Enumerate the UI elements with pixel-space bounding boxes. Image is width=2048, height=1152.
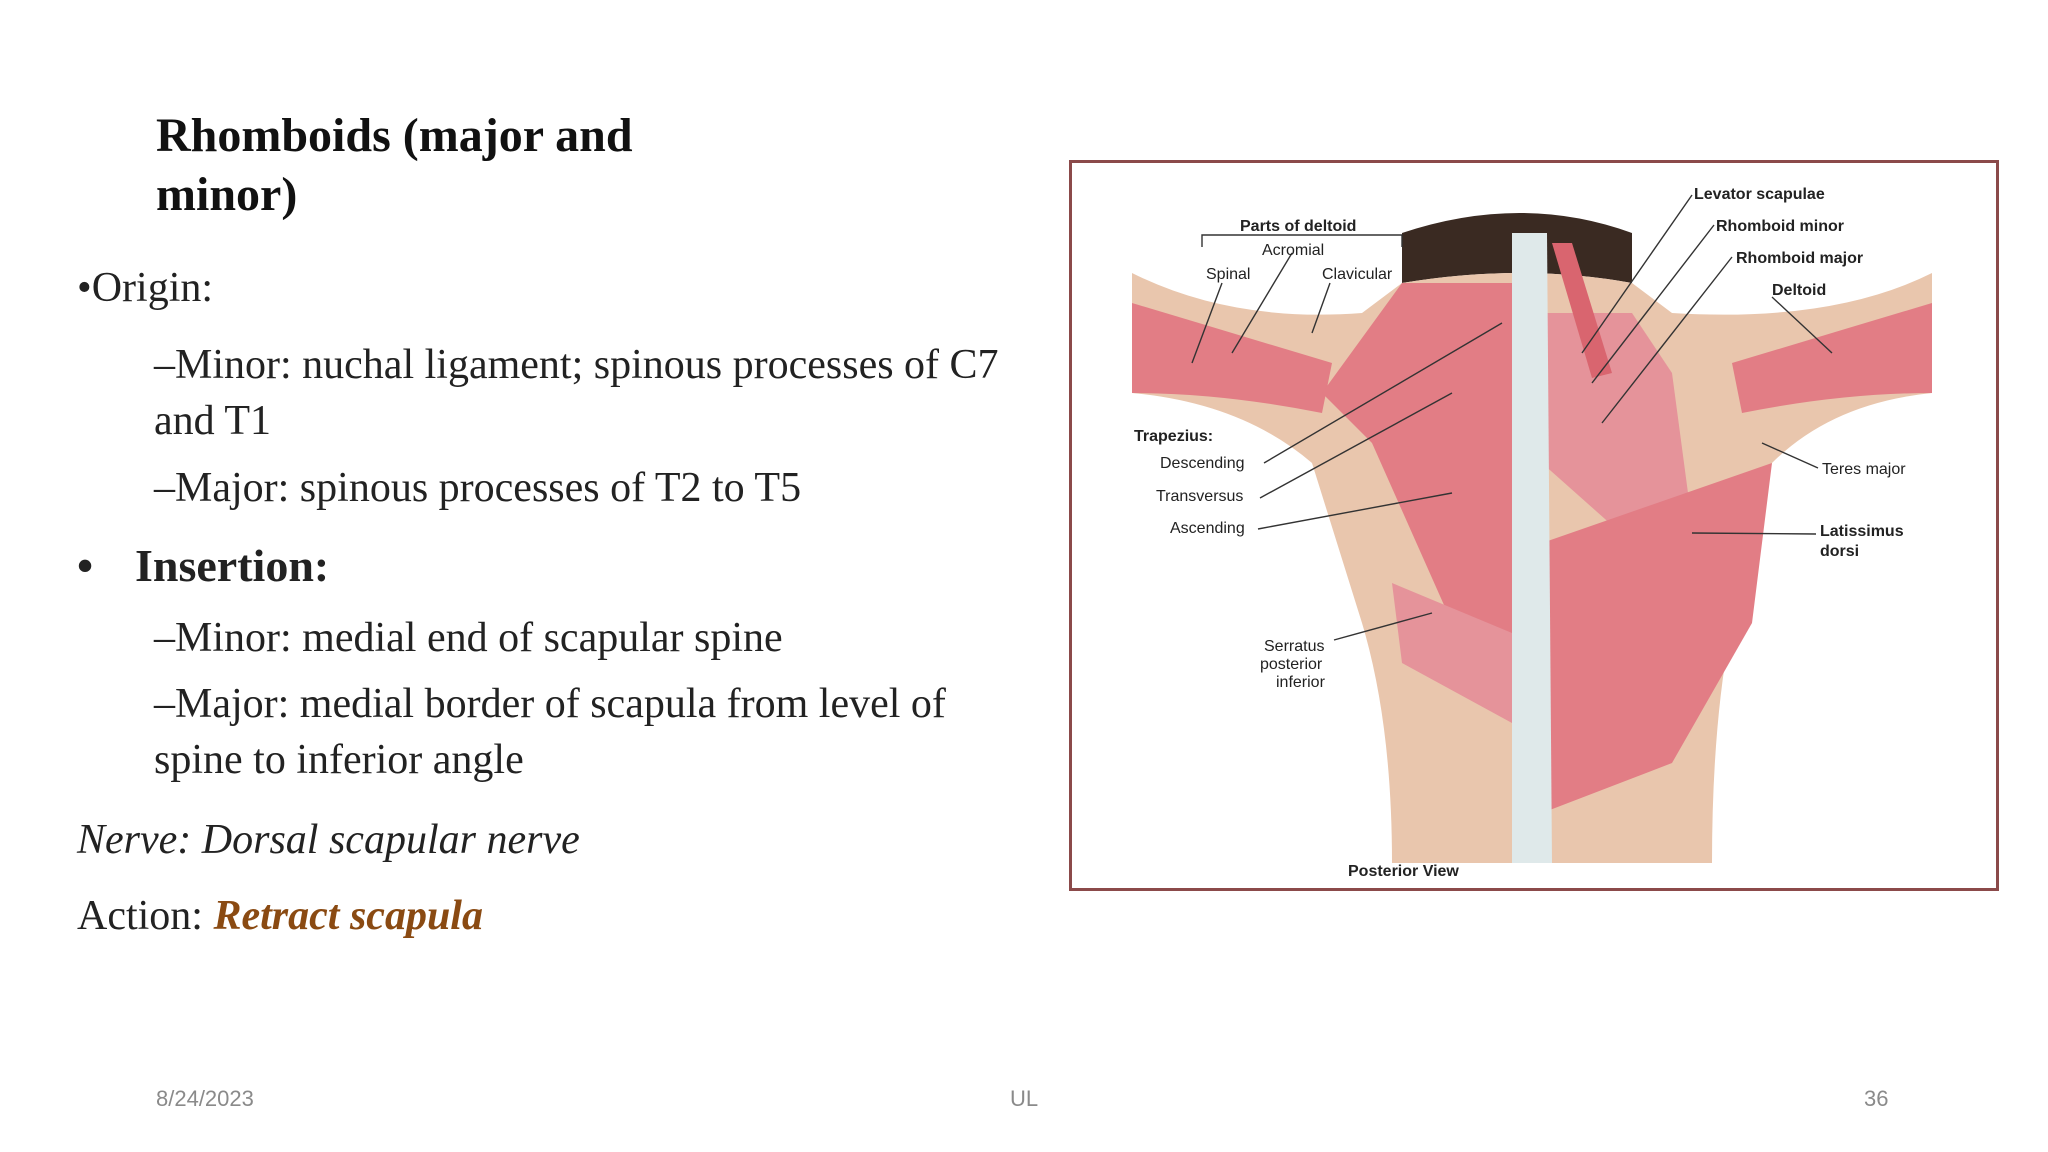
leader-deltoid: [1771, 296, 1833, 354]
label-posterior-view: Posterior View: [1348, 863, 1459, 880]
anatomy-figure: Parts of deltoid Acromial Spinal Clavicu…: [1069, 160, 1999, 891]
right-deltoid-muscle: [1732, 303, 1932, 413]
label-clavicular: Clavicular: [1322, 266, 1393, 283]
label-rhomboid-major: Rhomboid major: [1736, 250, 1863, 267]
origin-major-text: –Major: spinous processes of T2 to T5: [154, 465, 802, 511]
origin-heading: •Origin:: [77, 265, 214, 311]
spine-aponeurosis: [1512, 233, 1552, 863]
levator-scapulae-muscle: [1552, 243, 1612, 378]
leader-ascending: [1257, 492, 1453, 530]
leader-rhomboid-minor: [1591, 224, 1715, 384]
nerve-text: Nerve: Dorsal scapular nerve: [77, 817, 580, 863]
footer-date: 8/24/2023: [156, 1086, 254, 1111]
leader-acromial: [1231, 252, 1293, 354]
leader-transversus: [1259, 392, 1453, 499]
rhomboid-muscles: [1542, 313, 1692, 543]
label-descending: Descending: [1160, 455, 1245, 472]
action-row: Action: Retract scapula: [77, 888, 483, 944]
label-serratus-3: inferior: [1276, 674, 1326, 691]
leader-latissimus: [1691, 532, 1817, 535]
latissimus-dorsi-muscle: [1542, 463, 1772, 813]
back-muscles-illustration: Parts of deltoid Acromial Spinal Clavicu…: [1072, 163, 1996, 888]
footer-page-number: 36: [1864, 1086, 1889, 1111]
leader-spinal: [1191, 282, 1223, 364]
label-serratus-2: posterior: [1260, 656, 1323, 673]
footer-center-text: UL: [1010, 1086, 1039, 1111]
serratus-posterior-inferior-muscle: [1392, 583, 1512, 723]
leader-rhomboid-major: [1601, 256, 1733, 424]
label-deltoid: Deltoid: [1772, 282, 1826, 299]
label-rhomboid-minor: Rhomboid minor: [1716, 218, 1844, 235]
label-ascending: Ascending: [1170, 520, 1245, 537]
label-trapezius: Trapezius:: [1134, 428, 1213, 445]
label-serratus-1: Serratus: [1264, 638, 1324, 655]
action-value: Retract scapula: [213, 893, 483, 939]
insertion-heading-row: • Insertion:: [77, 538, 329, 594]
label-parts-of-deltoid: Parts of deltoid: [1240, 218, 1356, 235]
leader-levator: [1581, 194, 1693, 354]
label-latissimus-2: dorsi: [1820, 543, 1859, 560]
origin-minor-text: –Minor: nuchal ligament; spinous process…: [154, 342, 999, 444]
insertion-minor-text: –Minor: medial end of scapular spine: [154, 615, 783, 661]
label-acromial: Acromial: [1262, 242, 1324, 259]
action-label: Action:: [77, 893, 214, 939]
leader-clavicular: [1311, 282, 1331, 334]
label-latissimus-1: Latissimus: [1820, 523, 1904, 540]
leader-descending: [1263, 322, 1503, 464]
left-deltoid-muscle: [1132, 303, 1332, 413]
insertion-major-text: –Major: medial border of scapula from le…: [154, 681, 946, 783]
leader-teres-major: [1761, 442, 1819, 469]
leader-serratus: [1333, 612, 1433, 641]
deltoid-bracket: [1201, 234, 1403, 247]
slide-title: Rhomboids (major and minor): [156, 109, 633, 221]
trapezius-muscle: [1322, 283, 1522, 723]
label-teres-major: Teres major: [1822, 461, 1906, 478]
insertion-heading: Insertion:: [135, 540, 330, 591]
label-transversus: Transversus: [1156, 488, 1243, 505]
label-spinal: Spinal: [1206, 266, 1250, 283]
insertion-bullet: •: [77, 540, 94, 591]
label-levator-scapulae: Levator scapulae: [1694, 186, 1825, 203]
